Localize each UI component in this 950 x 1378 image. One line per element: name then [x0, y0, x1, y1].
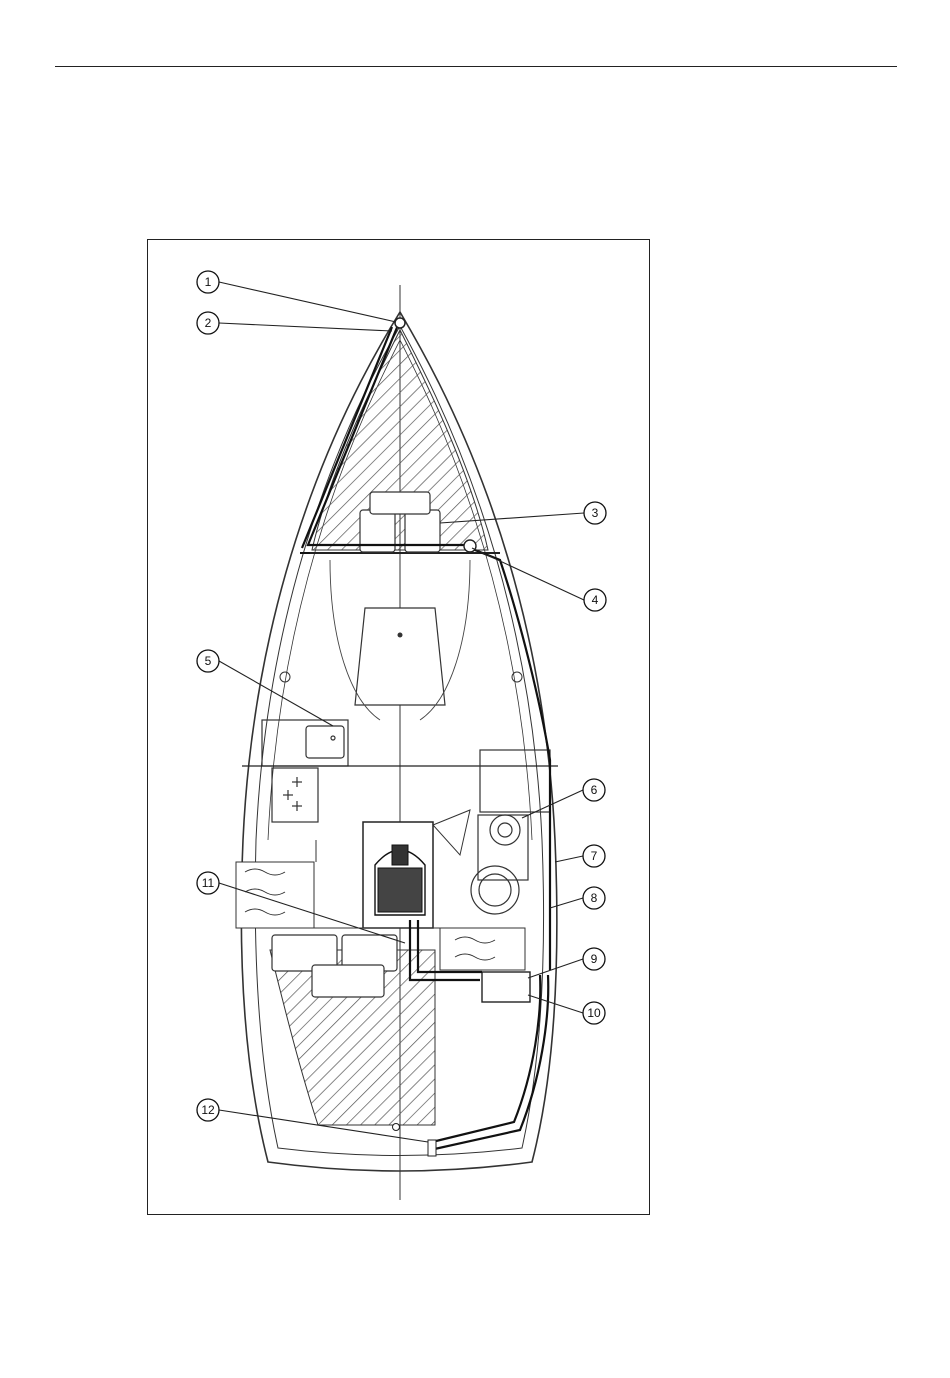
galley-sink — [262, 720, 348, 766]
saloon-hatch — [355, 608, 445, 705]
deck-fitting — [464, 540, 476, 552]
callout-12: 12 — [197, 1099, 219, 1121]
callout-12-label: 12 — [201, 1103, 215, 1117]
callout-5-label: 5 — [205, 654, 212, 668]
stern-point — [393, 1124, 400, 1131]
callout-5: 5 — [197, 650, 219, 672]
hatch-point — [398, 633, 403, 638]
callout-7-label: 7 — [591, 849, 598, 863]
callout-6-label: 6 — [591, 783, 598, 797]
callout-3: 3 — [584, 502, 606, 524]
callout-10-label: 10 — [587, 1006, 601, 1020]
callout-1-label: 1 — [205, 275, 212, 289]
stern-fitting — [428, 1140, 436, 1156]
callout-10: 10 — [583, 1002, 605, 1024]
callout-8-label: 8 — [591, 891, 598, 905]
battery-box — [482, 972, 530, 1002]
callout-7: 7 — [583, 845, 605, 867]
bow-light — [395, 318, 405, 328]
callout-2: 2 — [197, 312, 219, 334]
portlight-right — [512, 672, 522, 682]
port-cushions — [236, 862, 314, 928]
companionway-step — [433, 810, 470, 855]
callout-3-label: 3 — [592, 506, 599, 520]
callout-11: 11 — [197, 872, 219, 894]
callout-4: 4 — [584, 589, 606, 611]
callout-1: 1 — [197, 271, 219, 293]
callout-11-label: 11 — [202, 876, 215, 890]
fore-berth-hatch — [312, 330, 488, 550]
callout-9-label: 9 — [591, 952, 598, 966]
galley-stove — [272, 768, 318, 822]
starboard-cushions — [440, 928, 525, 970]
heads-compartment — [471, 750, 550, 914]
callout-2-label: 2 — [205, 316, 212, 330]
callout-6: 6 — [583, 779, 605, 801]
callout-9: 9 — [583, 948, 605, 970]
callout-8: 8 — [583, 887, 605, 909]
callout-4-label: 4 — [592, 593, 599, 607]
